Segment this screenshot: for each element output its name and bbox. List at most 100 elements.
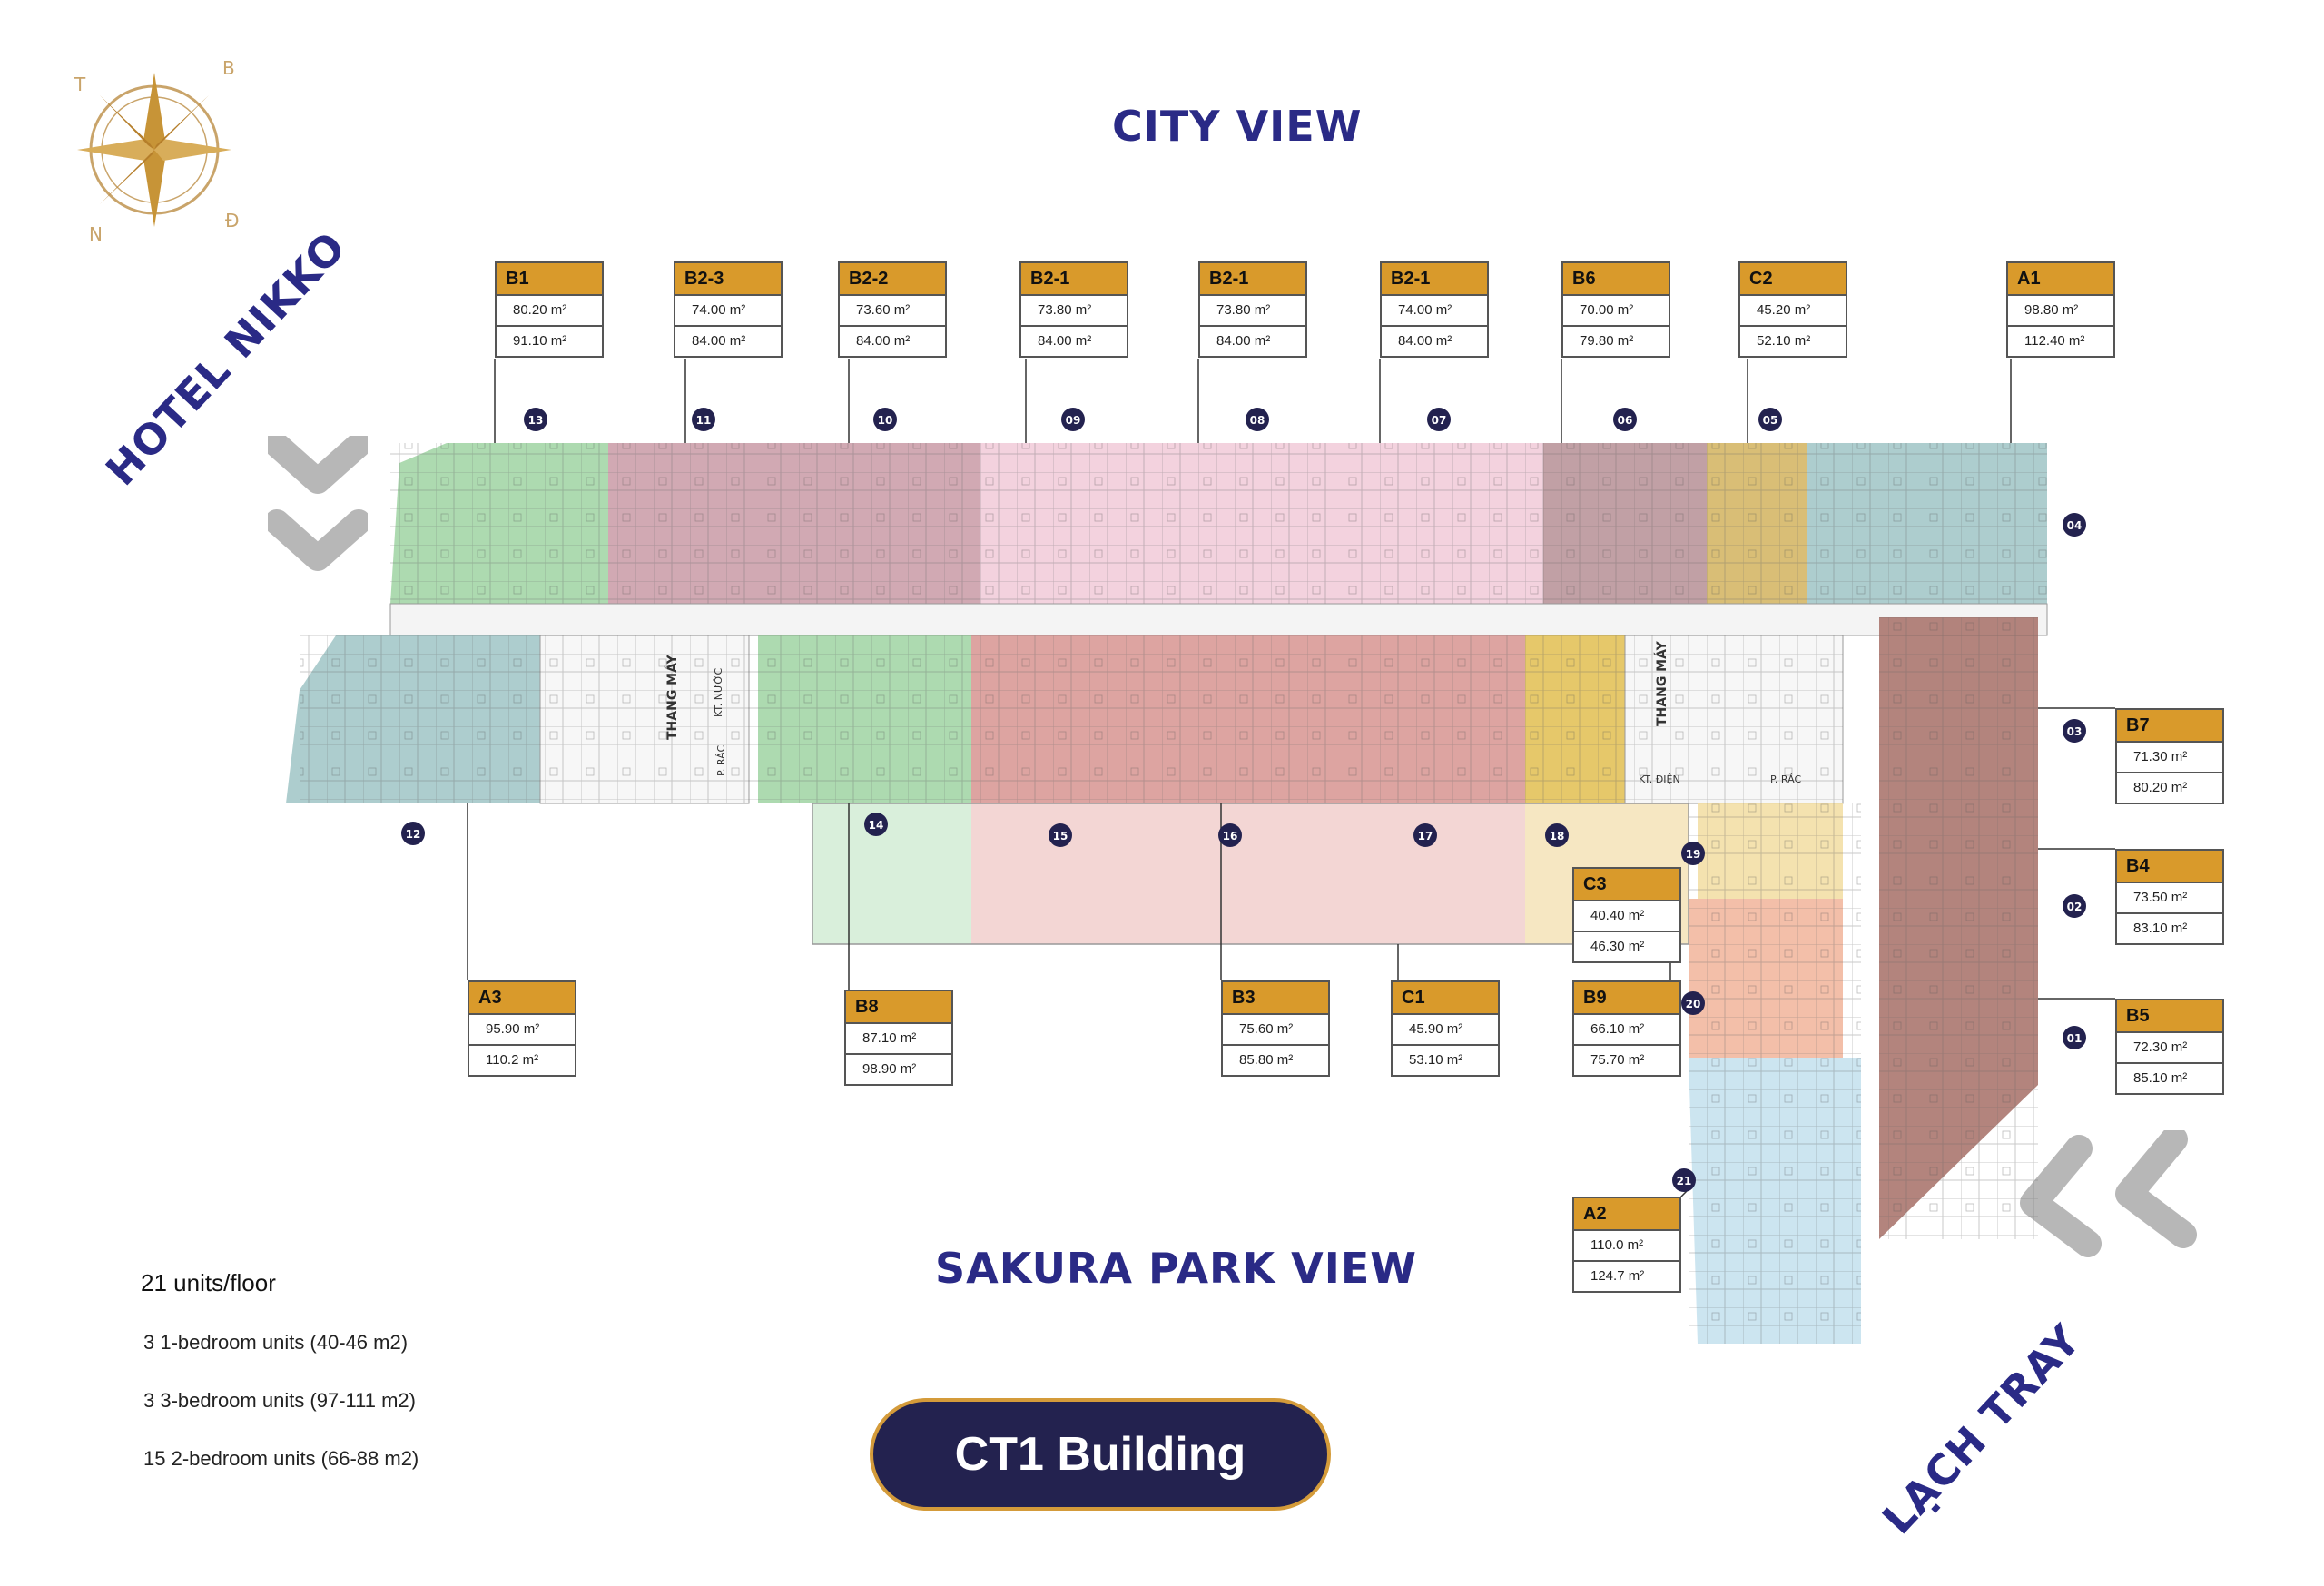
unit-number: 09 bbox=[1066, 414, 1081, 427]
unit-code: C2 bbox=[1740, 263, 1846, 296]
unit-number: 21 bbox=[1677, 1175, 1692, 1187]
unit-card-b2-1[interactable]: B2-1 73.80 m² 84.00 m² bbox=[1019, 261, 1128, 358]
unit-number: 06 bbox=[1618, 414, 1633, 427]
unit-area-carpet: 72.30 m² bbox=[2133, 1039, 2188, 1055]
unit-area-carpet: 73.80 m² bbox=[1038, 302, 1092, 318]
unit-area-carpet: 98.80 m² bbox=[2024, 302, 2079, 318]
east-wing bbox=[1879, 617, 2038, 1239]
trash-right-label: P. RÁC bbox=[1770, 773, 1801, 785]
unit-card-b8[interactable]: B8 87.10 m² 98.90 m² bbox=[844, 990, 953, 1086]
unit-area-total: 75.70 m² bbox=[1574, 1044, 1679, 1075]
unit-number: 12 bbox=[406, 828, 421, 841]
unit-area-carpet: 40.40 m² bbox=[1590, 908, 1645, 923]
legend-line: 15 2-bedroom units (66-88 m2) bbox=[143, 1447, 419, 1470]
unit-card-b2-2[interactable]: B2-2 73.60 m² 84.00 m² bbox=[838, 261, 947, 358]
unit-card-c1[interactable]: C1 45.90 m² 53.10 m² bbox=[1391, 980, 1500, 1077]
unit-area-total: 124.7 m² bbox=[1574, 1260, 1679, 1291]
electric-room-label: KT. ĐIỆN bbox=[1639, 773, 1680, 785]
unit-area-total: 52.10 m² bbox=[1740, 325, 1846, 356]
compass-t: T bbox=[74, 74, 86, 95]
unit-card-b3[interactable]: B3 75.60 m² 85.80 m² bbox=[1221, 980, 1330, 1077]
unit-number: 10 bbox=[878, 414, 893, 427]
legend-line: 3 1-bedroom units (40-46 m2) bbox=[143, 1331, 409, 1354]
unit-code: B2-3 bbox=[675, 263, 781, 296]
unit-area-total: 85.10 m² bbox=[2117, 1062, 2222, 1093]
unit-card-b2-1[interactable]: B2-1 74.00 m² 84.00 m² bbox=[1380, 261, 1489, 358]
trash-left-label: P. RÁC bbox=[715, 745, 727, 776]
unit-code: B5 bbox=[2117, 1000, 2222, 1033]
unit-area-total: 84.00 m² bbox=[840, 325, 945, 356]
elevator-right-label: THANG MÁY bbox=[1654, 640, 1669, 726]
unit-area-carpet: 70.00 m² bbox=[1580, 302, 1634, 318]
unit-card-a2[interactable]: A2 110.0 m² 124.7 m² bbox=[1572, 1197, 1681, 1293]
unit-area-carpet: 45.20 m² bbox=[1757, 302, 1811, 318]
unit-area-total: 110.2 m² bbox=[469, 1044, 575, 1075]
water-room-label: KT. NƯỚC bbox=[713, 668, 724, 717]
ct1-building-button[interactable]: CT1 Building bbox=[870, 1398, 1331, 1511]
unit-card-b4[interactable]: B4 73.50 m² 83.10 m² bbox=[2115, 849, 2224, 945]
legend-line: 3 3-bedroom units (97-111 m2) bbox=[143, 1389, 416, 1412]
unit-area-total: 79.80 m² bbox=[1563, 325, 1669, 356]
unit-code: B8 bbox=[846, 991, 951, 1024]
unit-area-total: 84.00 m² bbox=[1382, 325, 1487, 356]
unit-number: 14 bbox=[869, 819, 884, 832]
unit-number: 01 bbox=[2067, 1032, 2083, 1045]
unit-area-carpet: 66.10 m² bbox=[1590, 1021, 1645, 1037]
unit-number: 16 bbox=[1223, 830, 1238, 842]
unit-card-a3[interactable]: A3 95.90 m² 110.2 m² bbox=[468, 980, 576, 1077]
unit-number: 20 bbox=[1686, 998, 1701, 1010]
unit-card-b7[interactable]: B7 71.30 m² 80.20 m² bbox=[2115, 708, 2224, 804]
unit-area-carpet: 73.50 m² bbox=[2133, 890, 2188, 905]
middle-wing bbox=[286, 635, 1844, 804]
unit-card-a1[interactable]: A1 98.80 m² 112.40 m² bbox=[2006, 261, 2115, 358]
unit-code: B6 bbox=[1563, 263, 1669, 296]
unit-code: C1 bbox=[1393, 982, 1498, 1015]
unit-area-carpet: 75.60 m² bbox=[1239, 1021, 1294, 1037]
unit-code: B2-1 bbox=[1021, 263, 1127, 296]
elevator-left-label: THANG MÁY bbox=[665, 654, 680, 740]
south-wing bbox=[1689, 803, 1861, 1344]
unit-code: B2-1 bbox=[1382, 263, 1487, 296]
sakura-park-view-label: SAKURA PARK VIEW bbox=[935, 1244, 1418, 1293]
unit-code: B7 bbox=[2117, 710, 2222, 743]
unit-number: 07 bbox=[1432, 414, 1447, 427]
unit-card-c3[interactable]: C3 40.40 m² 46.30 m² bbox=[1572, 867, 1681, 963]
legend-title: 21 units/floor bbox=[141, 1269, 276, 1296]
unit-number: 08 bbox=[1250, 414, 1265, 427]
unit-number: 13 bbox=[528, 414, 544, 427]
unit-card-b6[interactable]: B6 70.00 m² 79.80 m² bbox=[1561, 261, 1670, 358]
unit-code: B9 bbox=[1574, 982, 1679, 1015]
unit-number: 03 bbox=[2067, 725, 2083, 738]
unit-area-total: 80.20 m² bbox=[2117, 772, 2222, 803]
unit-area-carpet: 73.60 m² bbox=[856, 302, 911, 318]
unit-code: A2 bbox=[1574, 1198, 1679, 1231]
unit-area-carpet: 73.80 m² bbox=[1216, 302, 1271, 318]
unit-code: B3 bbox=[1223, 982, 1328, 1015]
city-view-label: CITY VIEW bbox=[1112, 102, 1363, 151]
unit-code: A3 bbox=[469, 982, 575, 1015]
unit-number: 04 bbox=[2067, 519, 2083, 532]
unit-code: B2-2 bbox=[840, 263, 945, 296]
unit-card-b1[interactable]: B1 80.20 m² 91.10 m² bbox=[495, 261, 604, 358]
unit-area-carpet: 74.00 m² bbox=[692, 302, 746, 318]
unit-area-total: 85.80 m² bbox=[1223, 1044, 1328, 1075]
unit-code: B4 bbox=[2117, 851, 2222, 883]
unit-card-b2-3[interactable]: B2-3 74.00 m² 84.00 m² bbox=[674, 261, 783, 358]
unit-area-total: 84.00 m² bbox=[1200, 325, 1305, 356]
unit-area-total: 91.10 m² bbox=[497, 325, 602, 356]
unit-area-total: 112.40 m² bbox=[2008, 325, 2113, 356]
unit-card-b2-1[interactable]: B2-1 73.80 m² 84.00 m² bbox=[1198, 261, 1307, 358]
unit-card-b5[interactable]: B5 72.30 m² 85.10 m² bbox=[2115, 999, 2224, 1095]
compass-b: B bbox=[222, 57, 235, 79]
compass-n: N bbox=[89, 223, 103, 245]
unit-code: A1 bbox=[2008, 263, 2113, 296]
unit-card-b9[interactable]: B9 66.10 m² 75.70 m² bbox=[1572, 980, 1681, 1077]
unit-area-carpet: 110.0 m² bbox=[1590, 1237, 1644, 1253]
unit-card-c2[interactable]: C2 45.20 m² 52.10 m² bbox=[1738, 261, 1847, 358]
podium-green bbox=[812, 803, 971, 944]
unit-number: 11 bbox=[696, 414, 712, 427]
north-wing bbox=[390, 443, 2047, 604]
unit-number: 18 bbox=[1550, 830, 1565, 842]
